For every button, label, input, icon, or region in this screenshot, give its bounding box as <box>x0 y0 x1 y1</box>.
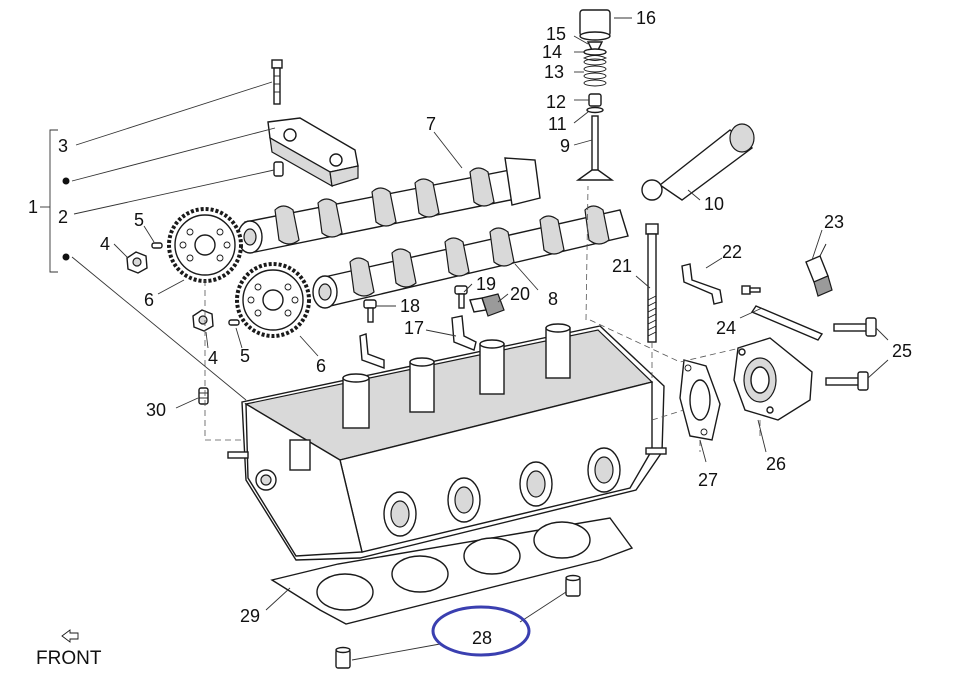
callout-11: 11 <box>548 114 567 134</box>
gear-pin-upper <box>151 242 163 249</box>
front-label: FRONT <box>36 648 102 669</box>
bullet-dot <box>62 177 70 185</box>
strip-gasket <box>750 305 824 341</box>
dowel-sleeve-left <box>335 646 351 669</box>
callout-7: 7 <box>426 114 436 134</box>
bullet-dot <box>62 253 70 261</box>
alignment-lines <box>204 185 761 452</box>
temperature-sensor <box>805 243 833 297</box>
bracket-bolt-19 <box>454 285 468 309</box>
callout-26: 26 <box>766 454 786 474</box>
callout-20: 20 <box>510 284 530 304</box>
water-outlet-housing <box>733 337 813 421</box>
dowel-pin <box>273 161 284 177</box>
camshaft-position-sensor <box>469 293 505 317</box>
callout-17: 17 <box>404 318 424 338</box>
callout-13: 13 <box>544 62 564 82</box>
callout-15: 15 <box>546 24 566 44</box>
callout-10: 10 <box>704 194 724 214</box>
callout-5-lower: 5 <box>240 346 250 366</box>
head-gasket <box>270 517 634 625</box>
callout-6: 6 <box>144 290 154 310</box>
exhaust-camshaft <box>312 205 629 309</box>
housing-bolt-lower <box>825 371 869 391</box>
highlight-circle <box>431 605 531 657</box>
callout-5: 5 <box>134 210 144 230</box>
front-arrow-icon <box>61 629 79 643</box>
group-bracket <box>40 129 70 273</box>
callout-6-lower: 6 <box>316 356 326 376</box>
callout-12: 12 <box>546 92 566 112</box>
intake-camshaft <box>237 157 541 254</box>
bracket-bolt-18 <box>363 299 377 323</box>
callout-1: 1 <box>28 197 38 217</box>
gear-bolt-upper <box>126 251 148 274</box>
dowel-sleeve-right <box>565 574 581 597</box>
callout-30: 30 <box>146 400 166 420</box>
sensor-bracket <box>681 263 723 305</box>
camshaft-gear-upper <box>167 207 243 283</box>
wire-bracket-right <box>451 315 477 351</box>
callout-27: 27 <box>698 470 718 490</box>
callout-16: 16 <box>636 8 656 28</box>
outlet-gasket <box>679 359 721 441</box>
gear-pin-lower <box>228 319 240 326</box>
callout-22: 22 <box>722 242 742 262</box>
valve-lifter-tool <box>641 123 755 201</box>
callout-4: 4 <box>100 234 110 254</box>
callout-21: 21 <box>612 256 632 276</box>
callout-24: 24 <box>716 318 736 338</box>
callout-3: 3 <box>58 136 68 156</box>
callout-9: 9 <box>560 136 570 156</box>
callout-18: 18 <box>400 296 420 316</box>
small-bolt-22 <box>741 285 761 295</box>
head-bolt <box>645 223 659 343</box>
camshaft-gear-lower <box>235 262 311 338</box>
valve-lifters <box>342 323 571 429</box>
callout-4-lower: 4 <box>208 348 218 368</box>
callout-23: 23 <box>824 212 844 232</box>
callout-25: 25 <box>892 341 912 361</box>
leader-lines <box>71 17 889 661</box>
callout-labels: 1 3 2 4 5 6 4 5 6 7 8 9 10 11 12 13 14 1… <box>28 8 912 669</box>
callout-28: 28 <box>472 628 492 648</box>
camshaft-cap-bolt <box>271 59 283 105</box>
callout-19: 19 <box>476 274 496 294</box>
callout-29: 29 <box>240 606 260 626</box>
callout-8: 8 <box>548 289 558 309</box>
gear-bolt-lower <box>192 309 214 332</box>
housing-bolt-upper <box>833 317 877 337</box>
wire-bracket-left <box>359 333 385 369</box>
camshaft-bearing-cap <box>267 117 359 188</box>
callout-14: 14 <box>542 42 562 62</box>
valve-assembly <box>575 9 615 181</box>
callout-2: 2 <box>58 207 68 227</box>
stud-pin <box>198 387 209 405</box>
